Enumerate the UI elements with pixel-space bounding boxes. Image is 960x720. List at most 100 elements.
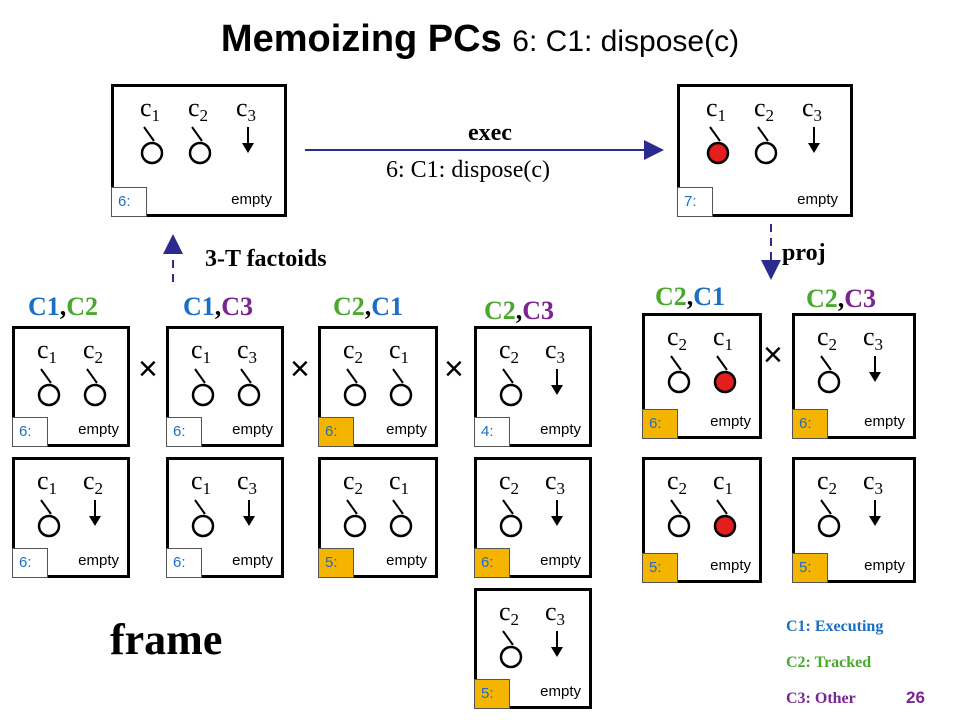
process-graphics (191, 499, 255, 538)
thread-edge (502, 630, 514, 646)
state-text: empty (232, 421, 273, 438)
legend-c2: C2: Tracked (786, 654, 872, 671)
process-label-sub: 2 (354, 479, 364, 498)
node-icon (343, 383, 367, 407)
pc-label: 5: (318, 548, 354, 578)
process-label-sub: 3 (556, 610, 566, 629)
process-graphics (191, 368, 261, 407)
process-label-base: c (498, 597, 511, 626)
times-symbol: × (444, 350, 464, 388)
process-label-c3: c3 (237, 468, 257, 498)
node-icon (754, 141, 778, 165)
process-label-c3: c3 (544, 335, 565, 367)
process-label-c2: c2 (343, 337, 364, 367)
node-icon (499, 514, 523, 538)
process-label-c2: c2 (753, 93, 774, 125)
process-label-c2: c2 (83, 468, 103, 498)
process-label-c3: c3 (862, 322, 884, 354)
pc-label: 4: (474, 417, 510, 447)
process-label-base: c (187, 93, 200, 122)
process-label-sub: 1 (202, 348, 212, 367)
process-label-base: c (190, 466, 203, 495)
pair-label-c1-c2: C1,C2 (28, 292, 99, 321)
process-label-c1: c1 (713, 324, 733, 354)
thread-edge (757, 126, 769, 142)
process-label-sub: 3 (874, 335, 884, 354)
down-arrow-icon (551, 516, 563, 526)
thread-edge (194, 499, 206, 515)
process-label-base: c (236, 335, 249, 364)
process-label-c2: c2 (82, 335, 103, 367)
thread-edge (40, 368, 52, 384)
node-icon (389, 514, 413, 538)
down-arrow-icon (808, 143, 820, 153)
pc-label: 6: (166, 548, 202, 578)
process-label-base: c (544, 335, 557, 364)
down-arrow-icon (551, 647, 563, 657)
process-label-sub: 2 (510, 479, 520, 498)
process-label-base: c (816, 466, 829, 495)
process-graphics (499, 630, 563, 669)
times-symbol: × (138, 350, 158, 388)
process-label-base: c (139, 93, 152, 122)
state-text: empty (797, 191, 838, 208)
exec-statement: 6: C1: dispose(c) (386, 157, 550, 183)
process-label-sub: 1 (151, 106, 161, 125)
process-graphics (667, 499, 737, 538)
down-arrow-icon (89, 516, 101, 526)
process-graphics (37, 368, 107, 407)
process-graphics (667, 355, 737, 394)
slide-title: Memoizing PCs 6: C1: dispose(c) (0, 18, 960, 61)
process-label-base: c (666, 322, 679, 351)
process-label-base: c (862, 322, 875, 351)
process-label-c3: c3 (863, 468, 884, 498)
process-label-sub: 2 (828, 479, 838, 498)
process-label-sub: 2 (678, 479, 688, 498)
process-label-sub: 1 (202, 479, 212, 498)
state-text: empty (386, 552, 427, 569)
node-icon (389, 383, 413, 407)
process-label-sub: 3 (874, 479, 884, 498)
process-label-c3: c3 (236, 95, 257, 125)
state-text: empty (540, 683, 581, 700)
thread-edge (40, 499, 52, 515)
process-graphics (499, 368, 563, 407)
process-label-sub: 2 (354, 348, 364, 367)
process-label-c1: c1 (191, 337, 212, 367)
thread-edge (820, 355, 832, 371)
process-label-base: c (801, 93, 814, 122)
pc-label: 6: (642, 409, 678, 439)
process-label-c1: c1 (389, 468, 410, 498)
process-label-sub: 1 (400, 479, 410, 498)
node-icon (667, 514, 691, 538)
process-label-base: c (82, 335, 95, 364)
node-icon (499, 383, 523, 407)
pair-label-c2-c3: C2,C3 (484, 296, 555, 325)
state-text: empty (864, 413, 905, 430)
process-graphics (499, 499, 563, 538)
thread-edge (502, 499, 514, 515)
thread-edge (346, 499, 358, 515)
process-label-sub: 3 (247, 106, 257, 125)
process-label-sub: 2 (199, 106, 209, 125)
down-arrow-icon (869, 372, 881, 382)
pair-label-proj-c2-c3: C2,C3 (806, 284, 877, 313)
pc-label: 5: (792, 553, 828, 583)
exec-label: exec (468, 120, 512, 146)
process-label-sub: 3 (556, 479, 566, 498)
process-label-c2: c2 (187, 93, 209, 125)
process-label-base: c (753, 93, 766, 122)
process-label-c3: c3 (545, 599, 566, 629)
page-number: 26 (906, 688, 925, 707)
state-text: empty (540, 421, 581, 438)
